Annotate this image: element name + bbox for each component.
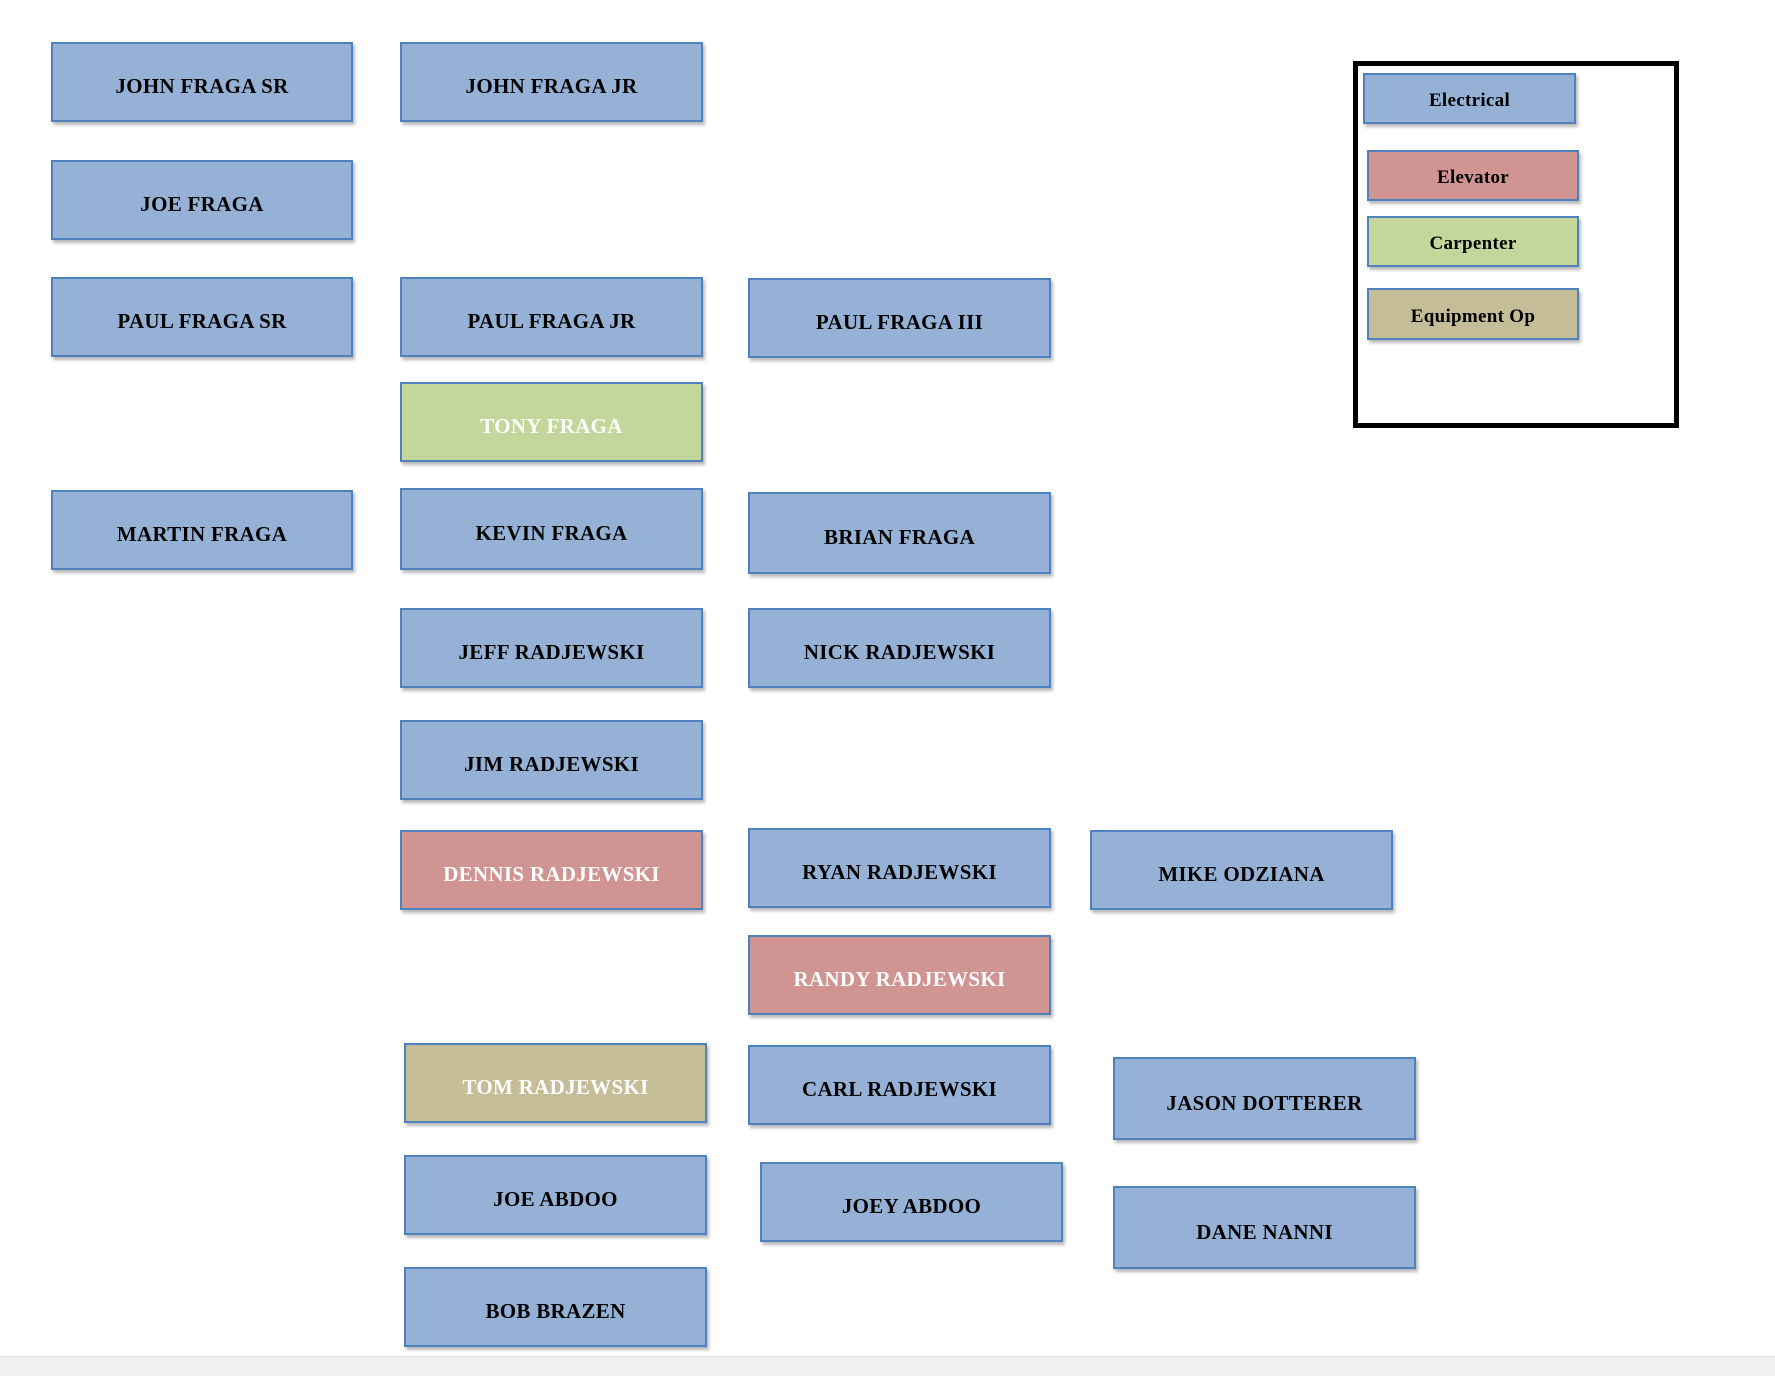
person-box-dennis-radjewski: DENNIS RADJEWSKI [400, 830, 703, 910]
person-box-tom-radjewski: TOM RADJEWSKI [404, 1043, 707, 1123]
person-box-joe-fraga: JOE FRAGA [51, 160, 353, 240]
person-box-paul-fraga-iii: PAUL FRAGA III [748, 278, 1051, 358]
person-box-paul-fraga-sr: PAUL FRAGA SR [51, 277, 353, 357]
legend-item-equipment-op: Equipment Op [1367, 288, 1579, 340]
page-bottom-edge [0, 1356, 1775, 1376]
person-box-carl-radjewski: CARL RADJEWSKI [748, 1045, 1051, 1125]
person-box-jeff-radjewski: JEFF RADJEWSKI [400, 608, 703, 688]
person-box-kevin-fraga: KEVIN FRAGA [400, 488, 703, 570]
person-box-joey-abdoo: JOEY ABDOO [760, 1162, 1063, 1242]
legend-item-electrical: Electrical [1363, 73, 1576, 124]
person-box-paul-fraga-jr: PAUL FRAGA JR [400, 277, 703, 357]
person-box-tony-fraga: TONY FRAGA [400, 382, 703, 462]
person-box-mike-odziana: MIKE ODZIANA [1090, 830, 1393, 910]
person-box-bob-brazen: BOB BRAZEN [404, 1267, 707, 1347]
person-box-nick-radjewski: NICK RADJEWSKI [748, 608, 1051, 688]
person-box-martin-fraga: MARTIN FRAGA [51, 490, 353, 570]
legend-item-carpenter: Carpenter [1367, 216, 1579, 267]
person-box-ryan-radjewski: RYAN RADJEWSKI [748, 828, 1051, 908]
person-box-dane-nanni: DANE NANNI [1113, 1186, 1416, 1269]
person-box-joe-abdoo: JOE ABDOO [404, 1155, 707, 1235]
legend-item-elevator: Elevator [1367, 150, 1579, 201]
person-box-brian-fraga: BRIAN FRAGA [748, 492, 1051, 574]
person-box-john-fraga-sr: JOHN FRAGA SR [51, 42, 353, 122]
person-box-john-fraga-jr: JOHN FRAGA JR [400, 42, 703, 122]
person-box-jason-dotterer: JASON DOTTERER [1113, 1057, 1416, 1140]
person-box-randy-radjewski: RANDY RADJEWSKI [748, 935, 1051, 1015]
person-box-jim-radjewski: JIM RADJEWSKI [400, 720, 703, 800]
